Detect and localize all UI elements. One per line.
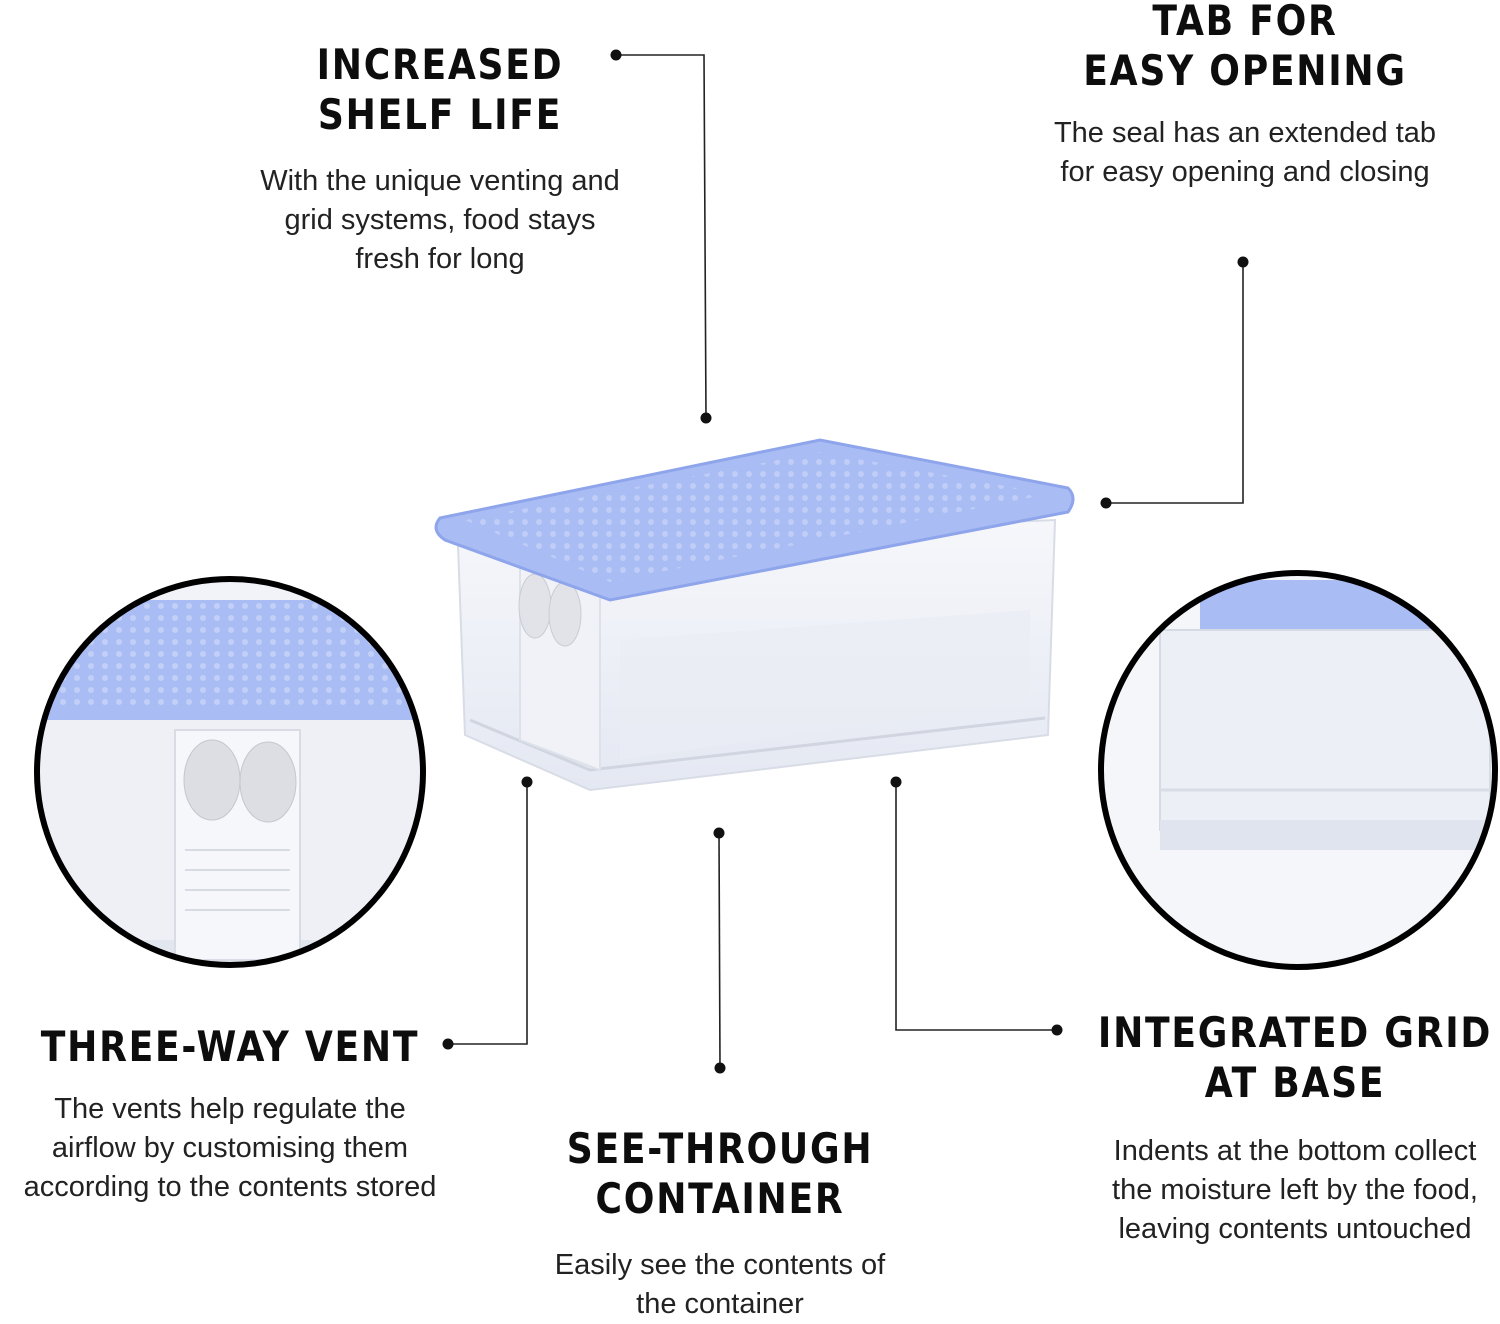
leader-dot xyxy=(442,1038,454,1050)
desc-line: Easily see the contents of xyxy=(554,1249,886,1281)
title-line: CONTAINER xyxy=(595,1174,845,1223)
desc-line: The seal has an extended tab xyxy=(1053,117,1437,149)
leader-dot xyxy=(1237,256,1249,268)
feature-see-through: SEE-THROUGH CONTAINER Easily see the con… xyxy=(500,1124,940,1324)
desc-line: the container xyxy=(636,1288,804,1320)
leader-dot xyxy=(714,1062,726,1074)
leader-tab xyxy=(1106,262,1244,504)
feature-title: TAB FOR EASY OPENING xyxy=(1052,0,1439,96)
title-line: INTEGRATED GRID xyxy=(1097,1008,1493,1057)
feature-vent: THREE-WAY VENT The vents help regulate t… xyxy=(0,1022,460,1207)
title-line: SHELF LIFE xyxy=(317,90,563,139)
zoom-circle-grid xyxy=(1098,570,1498,970)
desc-line: the moisture left by the food, xyxy=(1112,1174,1478,1206)
title-line: AT BASE xyxy=(1204,1058,1386,1107)
feature-shelf-life: INCREASED SHELF LIFE With the unique ven… xyxy=(220,40,660,279)
title-line: TAB FOR xyxy=(1152,0,1338,45)
leader-dot xyxy=(1051,1024,1063,1036)
feature-description: With the unique venting and grid systems… xyxy=(220,162,660,279)
desc-line: according to the contents stored xyxy=(23,1171,437,1203)
vent-knob xyxy=(183,739,241,821)
title-line: INCREASED xyxy=(316,40,564,89)
desc-line: fresh for long xyxy=(355,243,525,275)
feature-tab: TAB FOR EASY OPENING The seal has an ext… xyxy=(1020,0,1470,192)
title-line: SEE-THROUGH xyxy=(566,1124,874,1173)
title-line: EASY OPENING xyxy=(1083,46,1407,95)
desc-line: The vents help regulate the xyxy=(54,1093,406,1125)
leader-dot xyxy=(700,412,712,424)
desc-line: With the unique venting and xyxy=(260,165,620,197)
leader-shelf-life xyxy=(616,54,707,419)
container-main xyxy=(434,438,1075,792)
leader-dot xyxy=(521,776,533,788)
feature-description: The vents help regulate the airflow by c… xyxy=(0,1090,460,1207)
feature-title: INCREASED SHELF LIFE xyxy=(251,40,629,140)
feature-description: Indents at the bottom collect the moistu… xyxy=(1060,1132,1500,1249)
vent-knob xyxy=(518,573,552,639)
desc-line: for easy opening and closing xyxy=(1060,156,1430,188)
feature-grid: INTEGRATED GRID AT BASE Indents at the b… xyxy=(1060,1008,1500,1249)
feature-description: Easily see the contents of the container xyxy=(500,1246,940,1324)
vent-knob xyxy=(548,581,582,647)
feature-title: THREE-WAY VENT xyxy=(32,1022,428,1072)
desc-line: airflow by customising them xyxy=(51,1132,409,1164)
leader-dot xyxy=(1100,497,1112,509)
zoom-circle-vent xyxy=(34,576,426,968)
feature-description: The seal has an extended tab for easy op… xyxy=(1020,114,1470,192)
vent-knob xyxy=(239,741,297,823)
title-line: THREE-WAY VENT xyxy=(40,1022,420,1071)
leader-grid xyxy=(895,782,1057,1031)
leader-dot xyxy=(610,49,622,61)
feature-title: INTEGRATED GRID AT BASE xyxy=(1093,1008,1497,1108)
feature-title: SEE-THROUGH CONTAINER xyxy=(531,1124,909,1224)
leader-dot xyxy=(890,776,902,788)
leader-see-through xyxy=(718,832,721,1069)
leader-vent xyxy=(448,782,528,1045)
desc-line: grid systems, food stays xyxy=(284,204,596,236)
desc-line: leaving contents untouched xyxy=(1118,1213,1472,1245)
leader-dot xyxy=(713,827,725,839)
desc-line: Indents at the bottom collect xyxy=(1113,1135,1477,1167)
